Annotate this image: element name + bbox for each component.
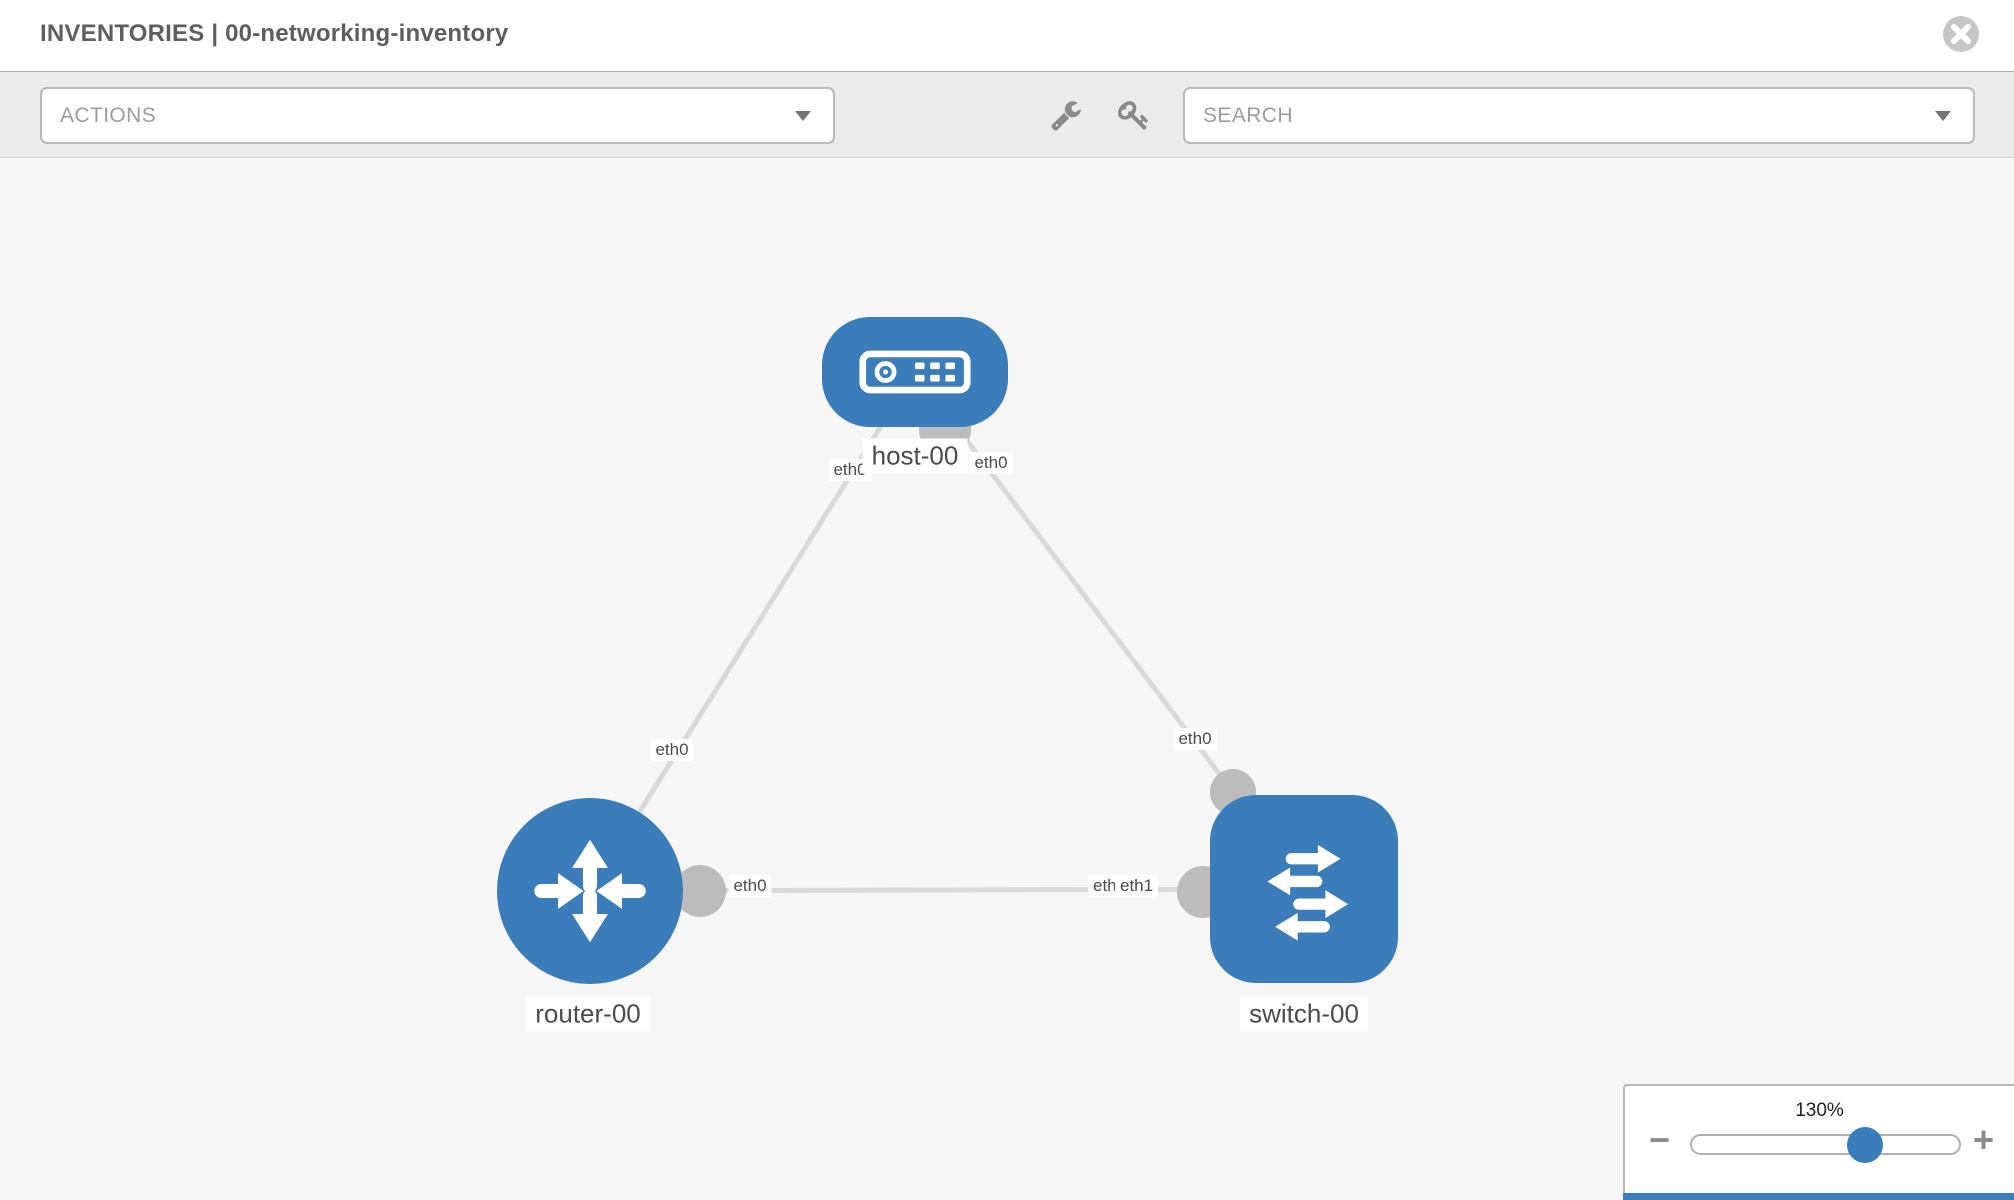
server-icon xyxy=(859,350,971,394)
switch-icon xyxy=(1267,844,1349,941)
actions-dropdown-label: ACTIONS xyxy=(60,103,157,127)
zoom-out-button[interactable]: − xyxy=(1649,1119,1671,1160)
page-title: INVENTORIES | 00-networking-inventory xyxy=(40,20,509,47)
close-icon xyxy=(1943,16,1979,52)
interface-label: eth0 xyxy=(828,459,872,481)
node-router-00[interactable] xyxy=(497,798,683,984)
node-label-router: router-00 xyxy=(526,996,650,1032)
actions-dropdown[interactable]: ACTIONS xyxy=(40,87,835,144)
search-dropdown-label: SEARCH xyxy=(1203,103,1293,127)
node-label-switch: switch-00 xyxy=(1240,996,1368,1032)
node-host-00[interactable] xyxy=(822,317,1008,427)
tools-button[interactable] xyxy=(1044,94,1088,138)
node-label-host: host-00 xyxy=(862,438,968,474)
search-dropdown[interactable]: SEARCH xyxy=(1183,87,1975,144)
key-icon xyxy=(1118,100,1149,130)
topology-canvas[interactable]: eth0 eth0 eth0 eth0 eth0 eth0 eth1 host-… xyxy=(0,159,2014,1200)
bottom-panel-edge xyxy=(1623,1193,2014,1200)
wrench-icon xyxy=(1051,100,1081,131)
node-switch-00[interactable] xyxy=(1210,795,1398,983)
interface-label: eth1 xyxy=(1115,875,1159,897)
port-router-eth0 xyxy=(674,865,726,917)
zoom-slider-handle[interactable] xyxy=(1847,1127,1883,1163)
close-button[interactable] xyxy=(1942,15,1980,53)
toolbar: ACTIONS SEARCH xyxy=(0,71,2014,158)
titlebar: INVENTORIES | 00-networking-inventory xyxy=(0,0,2014,71)
chevron-down-icon xyxy=(1935,110,1951,121)
router-icon xyxy=(534,839,646,943)
links-layer xyxy=(587,370,1305,918)
zoom-in-button[interactable]: + xyxy=(1973,1119,1995,1160)
interface-label: eth0 xyxy=(650,739,694,761)
chevron-down-icon xyxy=(795,110,811,121)
link-host-router[interactable] xyxy=(587,370,918,893)
zoom-slider-track[interactable] xyxy=(1690,1127,1961,1163)
interface-label: eth0 xyxy=(1173,728,1217,750)
interface-label: eth0 xyxy=(728,875,772,897)
zoom-value: 130% xyxy=(1795,1100,1844,1121)
zoom-panel: 130% − + xyxy=(1623,1084,2014,1200)
interface-label: eth0 xyxy=(969,452,1013,474)
key-button[interactable] xyxy=(1112,94,1156,138)
